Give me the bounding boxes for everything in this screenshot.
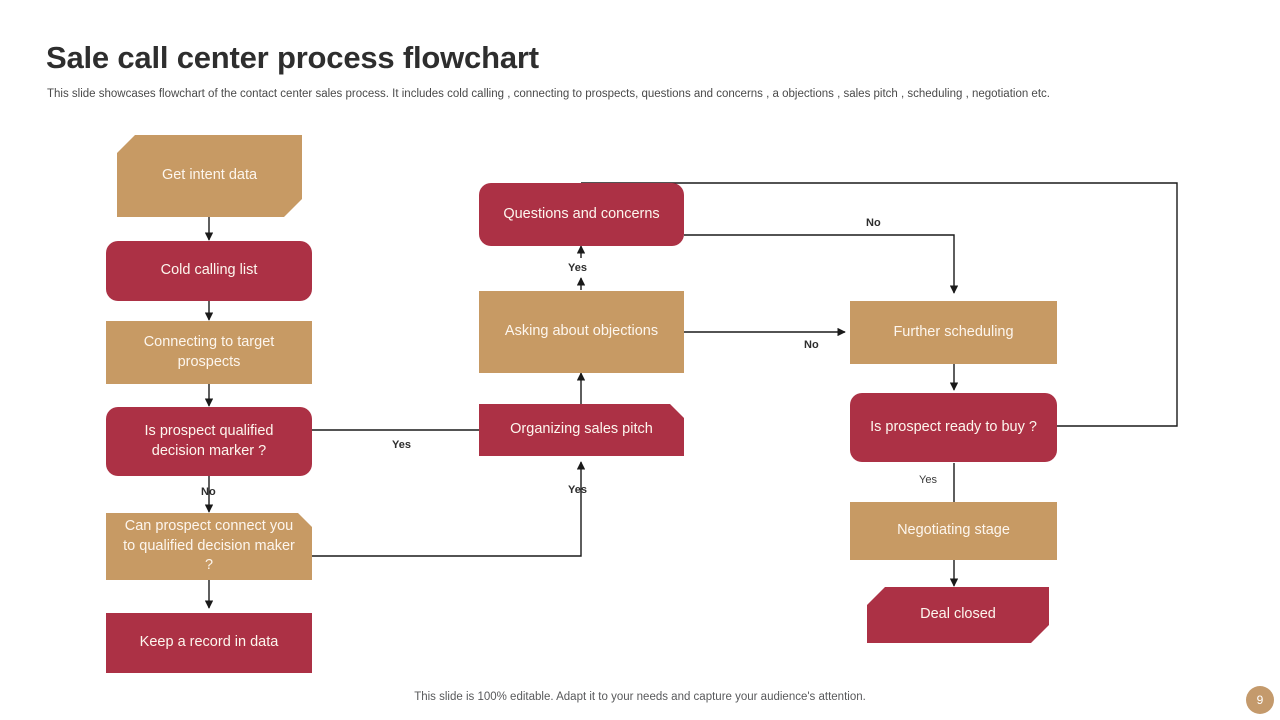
node-is-prospect-qualified-decision-marker[interactable]: Is prospect qualified decision marker ? [106, 407, 312, 476]
node-can-prospect-connect-you-to-qualified-decision-maker[interactable]: Can prospect connect you to qualified de… [106, 513, 312, 580]
edge-label-questions-no: No [866, 217, 881, 229]
node-organizing-sales-pitch[interactable]: Organizing sales pitch [479, 404, 684, 456]
edge-label-objections-yes: Yes [568, 262, 587, 274]
node-negotiating-stage[interactable]: Negotiating stage [850, 502, 1057, 560]
node-questions-and-concerns[interactable]: Questions and concerns [479, 183, 684, 246]
node-further-scheduling[interactable]: Further scheduling [850, 301, 1057, 364]
edge-label-ready-yes: Yes [919, 474, 937, 486]
edge-label-objections-no: No [804, 339, 819, 351]
node-asking-about-objections[interactable]: Asking about objections [479, 291, 684, 373]
edge-canconnect-to-pitch [312, 461, 586, 557]
edge-label-pitch-yes: Yes [568, 484, 587, 496]
edge-label-qualified-yes: Yes [392, 439, 411, 451]
node-keep-a-record-in-data[interactable]: Keep a record in data [106, 613, 312, 673]
page-title: Sale call center process flowchart [46, 40, 539, 75]
page-number-badge: 9 [1246, 686, 1274, 714]
edge-label-qualified-no: No [201, 486, 216, 498]
node-cold-calling-list[interactable]: Cold calling list [106, 241, 312, 301]
node-connecting-to-target-prospects[interactable]: Connecting to target prospects [106, 321, 312, 384]
footer-note: This slide is 100% editable. Adapt it to… [414, 691, 866, 703]
page-subtitle: This slide showcases flowchart of the co… [47, 88, 1050, 100]
node-is-prospect-ready-to-buy[interactable]: Is prospect ready to buy ? [850, 393, 1057, 462]
node-deal-closed[interactable]: Deal closed [867, 587, 1049, 643]
edge-questions-no-to-scheduling [684, 234, 959, 294]
node-get-intent-data[interactable]: Get intent data [117, 135, 302, 217]
